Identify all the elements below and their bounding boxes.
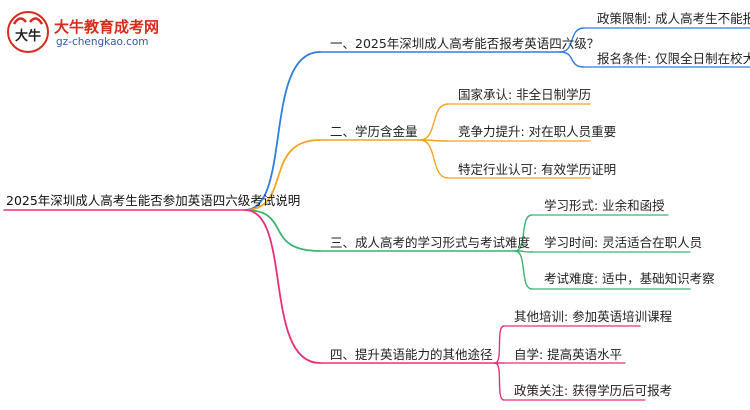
branch-4-connector (244, 209, 321, 364)
branch-3-child-3: 考试难度: 适中，基础知识考察 (544, 271, 715, 286)
branch-2-child-3: 特定行业认可: 有效学历证明 (458, 162, 617, 177)
logo-title: 大牛教育成考网 (54, 18, 160, 36)
branch-1-child-2-connector (559, 51, 585, 68)
branch-3-label: 三、成人高考的学习形式与考试难度 (330, 235, 531, 250)
branch-4-child-3: 政策关注: 获得学历后可报考 (514, 383, 673, 398)
branch-1-child-2: 报名条件: 仅限全日制在校大学生 (597, 51, 750, 66)
branch-3-child-3-connector (514, 250, 533, 290)
branch-4-label: 四、提升英语能力的其他途径 (330, 347, 493, 362)
branch-1-connector (244, 51, 321, 211)
branch-3-child-2: 学习时间: 灵活适合在职人员 (544, 235, 703, 250)
branch-1-label: 一、2025年深圳成人高考能否报考英语四六级？ (330, 36, 600, 51)
branch-2-child-3-connector (419, 139, 449, 179)
branch-3-child-1: 学习形式: 业余和函授 (544, 198, 665, 213)
branch-2-child-1-connector (419, 103, 449, 141)
branch-4-child-2: 自学: 提高英语水平 (514, 347, 623, 362)
bull-logo-icon: 大牛 (7, 11, 49, 53)
branch-2-connector (244, 139, 321, 211)
branch-2-child-2: 竞争力提升: 对在职人员重要 (458, 124, 617, 139)
branch-4-child-1: 其他培训: 参加英语培训课程 (514, 309, 673, 324)
branch-2-child-1: 国家承认: 非全日制学历 (458, 87, 592, 102)
branch-3-child-1-connector (514, 214, 533, 252)
root-topic: 2025年深圳成人高考生能否参加英语四六级考试说明 (6, 193, 301, 208)
branch-2-label: 二、学历含金量 (330, 124, 418, 139)
branch-1-child-1: 政策限制: 成人高考生不能报考 (597, 11, 750, 26)
branch-1-child-1-connector (559, 27, 585, 53)
branch-4-child-1-connector (494, 325, 505, 364)
logo-mark-text: 大牛 (15, 28, 41, 44)
branch-4-child-3-connector (494, 362, 505, 401)
branch-3-connector (244, 209, 321, 252)
site-logo[interactable]: 大牛 大牛教育成考网 gz-chengkao.com (6, 6, 166, 54)
logo-url: gz-chengkao.com (56, 36, 149, 48)
